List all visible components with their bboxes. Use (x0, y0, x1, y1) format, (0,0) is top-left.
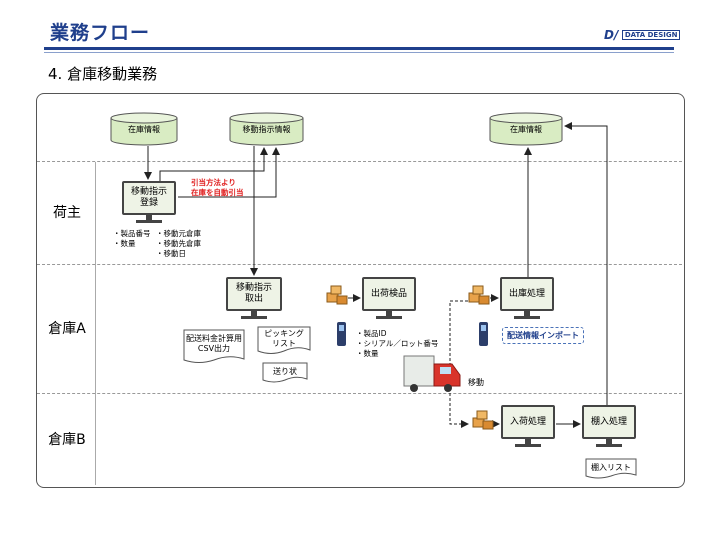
handheld-scanner-icon (479, 322, 488, 346)
header-rule-thin (44, 52, 674, 53)
doc-csv-output: 配送料金計算用 CSV出力 (183, 329, 245, 365)
move-label: 移動 (468, 378, 484, 387)
screen-label: 入荷処理 (501, 405, 555, 439)
register-fields-right: ・移動元倉庫 ・移動先倉庫 ・移動日 (156, 229, 201, 258)
lane-divider (37, 161, 682, 162)
db-label: 移動指示情報 (242, 125, 291, 134)
document-icon (183, 329, 245, 363)
inspect-fields: ・製品ID ・シリアル／ロット番号 ・数量 (356, 329, 439, 358)
swimlane-board (36, 93, 685, 488)
arrow (564, 122, 608, 405)
dashed-arrow (449, 300, 469, 428)
screen-label: 移動指示 (130, 187, 167, 197)
logo-mark: D/ (604, 28, 619, 42)
delivery-import-label: 配送情報インポート (502, 327, 584, 344)
boxes-icon (472, 410, 494, 430)
move-instruction-db: 移動指示情報 (229, 112, 304, 146)
arrow (178, 147, 280, 198)
screen-label: 取出 (244, 294, 263, 304)
screen-label: 移動指示 (235, 283, 272, 293)
lane-divider (37, 264, 682, 265)
company-logo: D/ DATA DESIGN (604, 28, 681, 42)
screen-inbound[interactable]: 入荷処理 (501, 405, 555, 450)
auto-allocation-note: 引当方法より 在庫を自動引当 (191, 178, 244, 197)
document-icon (257, 326, 311, 354)
screen-move-pick[interactable]: 移動指示取出 (226, 277, 282, 322)
section-title: 4. 倉庫移動業務 (48, 65, 158, 83)
page-title: 業務フロー (50, 22, 151, 44)
lane-label-divider (95, 162, 96, 485)
database-icon (110, 112, 178, 146)
database-icon (489, 112, 563, 146)
screen-ship-inspect[interactable]: 出荷検品 (362, 277, 416, 322)
screen-label: 登録 (139, 198, 158, 208)
screen-shelving[interactable]: 棚入処理 (582, 405, 636, 450)
stock-db-left: 在庫情報 (110, 112, 178, 146)
register-fields-left: ・製品番号 ・数量 (113, 229, 151, 248)
truck-icon (403, 355, 461, 392)
screen-outbound[interactable]: 出庫処理 (500, 277, 554, 322)
lane-divider (37, 393, 682, 394)
screen-label: 出荷検品 (362, 277, 416, 311)
header-rule (44, 47, 674, 50)
db-label: 在庫情報 (128, 125, 160, 134)
boxes-icon (468, 285, 490, 305)
document-icon (262, 362, 308, 383)
document-icon (585, 458, 637, 479)
logo-text: DATA DESIGN (621, 30, 681, 40)
doc-shelf-list: 棚入リスト (585, 458, 637, 480)
screen-label: 出庫処理 (500, 277, 554, 311)
screen-label: 棚入処理 (582, 405, 636, 439)
database-icon (229, 112, 304, 146)
stock-db-right: 在庫情報 (489, 112, 563, 146)
lane-label-shipper: 荷主 (53, 205, 81, 221)
boxes-icon (326, 285, 348, 305)
doc-invoice: 送り状 (262, 362, 308, 384)
doc-picking-list: ピッキング リスト (257, 326, 311, 356)
lane-label-warehouse-a: 倉庫A (48, 321, 86, 337)
arrow (159, 147, 268, 181)
lane-label-warehouse-b: 倉庫B (48, 432, 86, 448)
screen-move-register[interactable]: 移動指示登録 (122, 181, 176, 225)
handheld-scanner-icon (337, 322, 346, 346)
db-label: 在庫情報 (510, 125, 542, 134)
